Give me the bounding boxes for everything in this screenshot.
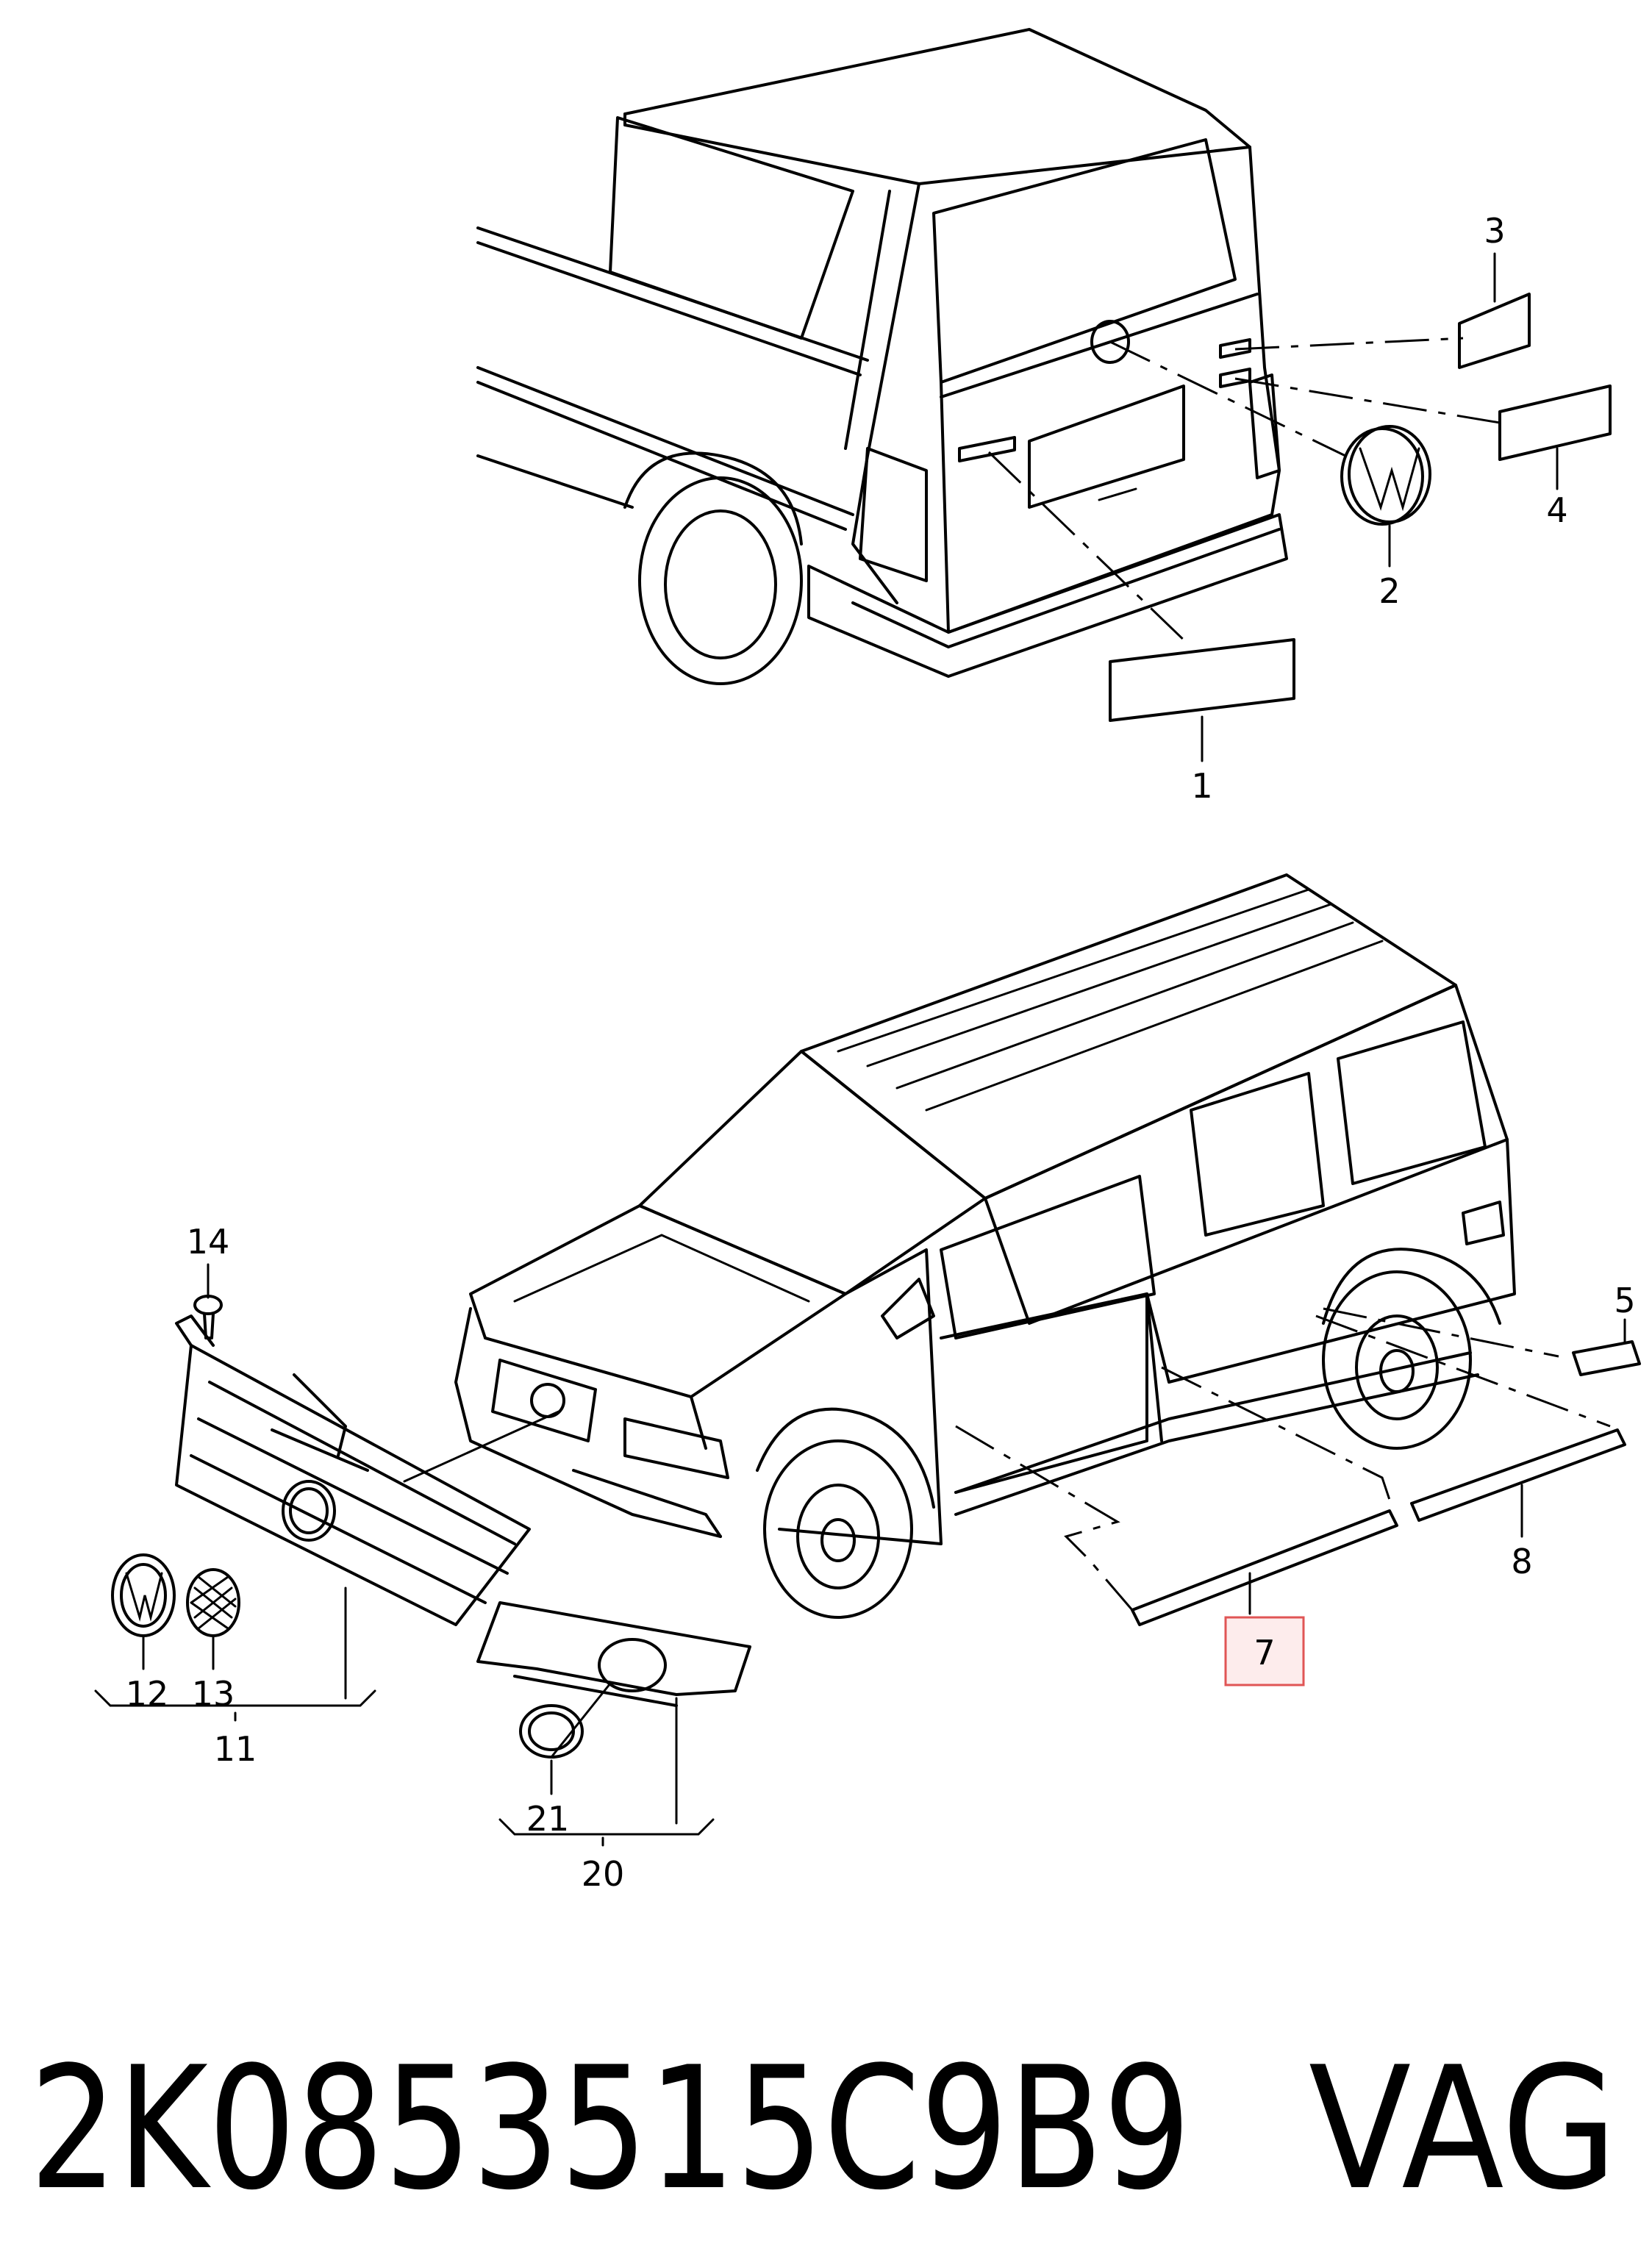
fog-ring-21 — [519, 1682, 612, 1759]
front-van-drawing — [454, 873, 1641, 1626]
rear-van-drawing — [476, 28, 1612, 722]
brand-label: VAG — [1309, 2031, 1617, 2228]
callout-13: 13 — [192, 1674, 235, 1714]
callout-leaders-top — [1201, 252, 1559, 762]
callout-7: 7 — [1254, 1633, 1275, 1673]
callout-4: 4 — [1546, 490, 1567, 530]
callout-1: 1 — [1191, 766, 1212, 806]
clip-14 — [193, 1295, 223, 1339]
callout-5: 5 — [1614, 1281, 1635, 1320]
callout-3: 3 — [1484, 211, 1505, 251]
callout-leaders-bottom — [94, 1263, 1626, 1847]
radiator-grille — [175, 1314, 560, 1626]
callout-8: 8 — [1511, 1542, 1532, 1581]
fog-light-frame — [476, 1601, 751, 1707]
callout-labels: 1 2 3 4 5 7 8 11 12 13 14 20 21 — [126, 211, 1636, 1894]
callout-21: 21 — [526, 1799, 570, 1839]
vw-emblem-12 — [111, 1553, 176, 1637]
part-caption: 2K0853515C9B9 VAG — [29, 2031, 1617, 2228]
emblem-mesh-13 — [186, 1568, 240, 1637]
callout-11: 11 — [214, 1729, 257, 1769]
callout-20: 20 — [582, 1854, 625, 1894]
callout-12: 12 — [126, 1674, 169, 1714]
callout-14: 14 — [187, 1222, 230, 1262]
callout-7-highlight-box — [1224, 1616, 1305, 1686]
part-number: 2K0853515C9B9 — [29, 2031, 1191, 2228]
callout-2: 2 — [1379, 571, 1400, 611]
